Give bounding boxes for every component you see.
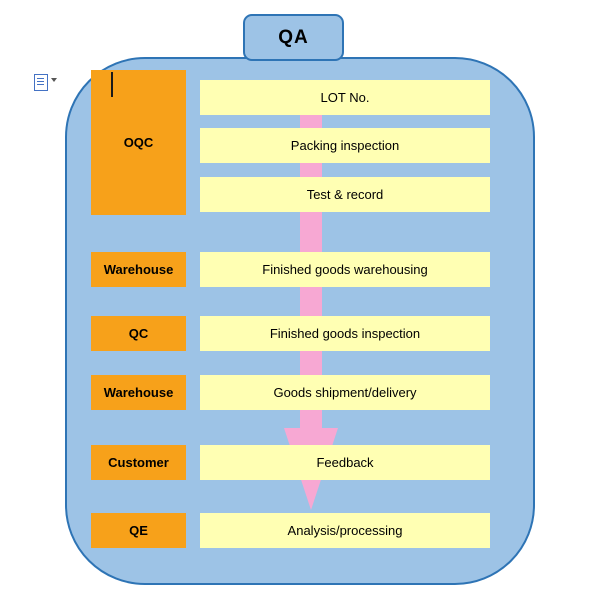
step-box-analysis-processing: Analysis/processing	[200, 513, 490, 548]
stage-box-warehouse-1: Warehouse	[91, 252, 186, 287]
step-label: Analysis/processing	[287, 523, 403, 538]
stage-label: Warehouse	[103, 385, 174, 400]
stage-box-qc: QC	[91, 316, 186, 351]
stage-box-oqc: OQC	[91, 70, 186, 215]
step-label: Finished goods warehousing	[262, 262, 428, 277]
step-box-feedback: Feedback	[200, 445, 490, 480]
step-box-finished-goods-warehousing: Finished goods warehousing	[200, 252, 490, 287]
step-label: Packing inspection	[290, 138, 400, 153]
step-label: Feedback	[316, 455, 374, 470]
stage-label: QC	[128, 326, 149, 341]
stage-label: Warehouse	[103, 262, 174, 277]
step-box-packing-inspection: Packing inspection	[200, 128, 490, 163]
stage-box-customer: Customer	[91, 445, 186, 480]
step-label: Test & record	[306, 187, 384, 202]
stage-box-qe: QE	[91, 513, 186, 548]
step-box-test-record: Test & record	[200, 177, 490, 212]
stage-label: OQC	[123, 135, 154, 150]
chevron-down-icon	[51, 78, 57, 82]
qa-title: QA	[278, 26, 309, 48]
stage-label: QE	[129, 523, 148, 538]
step-label: Finished goods inspection	[269, 326, 421, 341]
clipboard-paste-icon	[34, 74, 48, 91]
stage-label: Customer	[108, 455, 169, 470]
step-label: Goods shipment/delivery	[273, 385, 417, 400]
text-cursor	[111, 72, 113, 97]
step-box-lot-no: LOT No.	[200, 80, 490, 115]
stage-box-warehouse-2: Warehouse	[91, 375, 186, 410]
step-box-finished-goods-inspection: Finished goods inspection	[200, 316, 490, 351]
qa-title-box: QA	[243, 14, 344, 61]
step-label: LOT No.	[320, 90, 370, 105]
paste-options-button[interactable]	[34, 74, 57, 91]
step-box-goods-shipment-delivery: Goods shipment/delivery	[200, 375, 490, 410]
